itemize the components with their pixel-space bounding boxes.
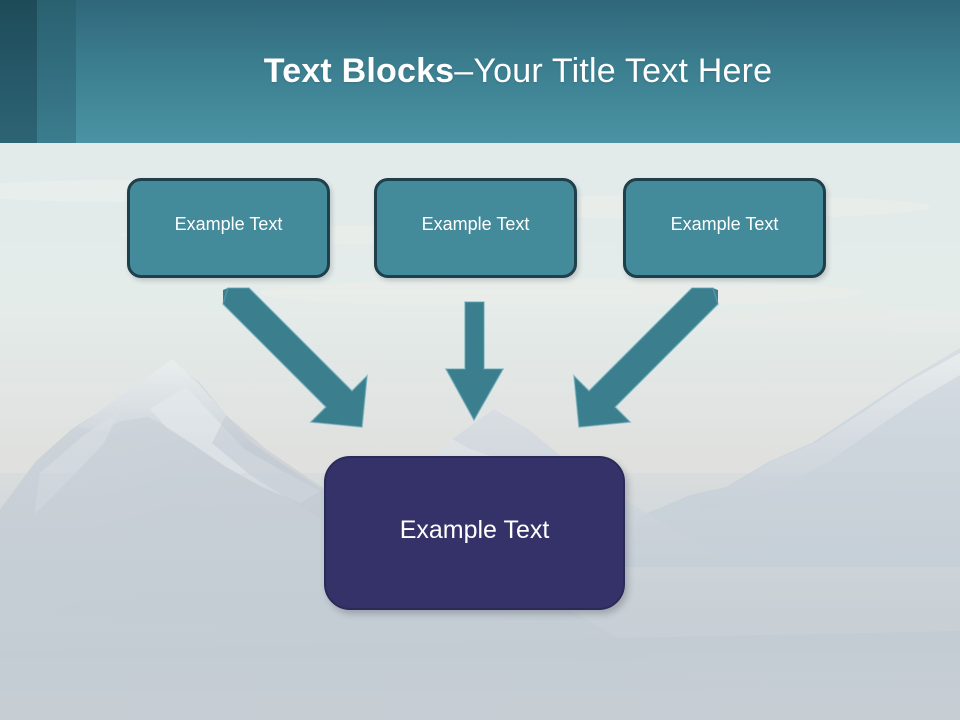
title-separator: –: [454, 52, 474, 90]
text-block-3[interactable]: Example Text: [623, 178, 826, 278]
slide-header: Text Blocks – Your Title Text Here: [0, 0, 960, 143]
header-accent-band-dark: [0, 0, 37, 143]
text-block-result-label: Example Text: [399, 515, 550, 544]
text-block-3-label: Example Text: [670, 213, 779, 234]
header-accent-band-mid: [37, 0, 76, 143]
title-strong-part: Text Blocks: [263, 52, 455, 90]
text-block-2[interactable]: Example Text: [374, 178, 577, 278]
text-block-2-label: Example Text: [421, 213, 530, 234]
text-block-1[interactable]: Example Text: [127, 178, 330, 278]
text-block-1-label: Example Text: [174, 213, 283, 234]
title-light-part: Your Title Text Here: [473, 52, 773, 90]
slide-title: Text Blocks – Your Title Text Here: [76, 0, 960, 143]
text-block-result[interactable]: Example Text: [324, 456, 625, 610]
